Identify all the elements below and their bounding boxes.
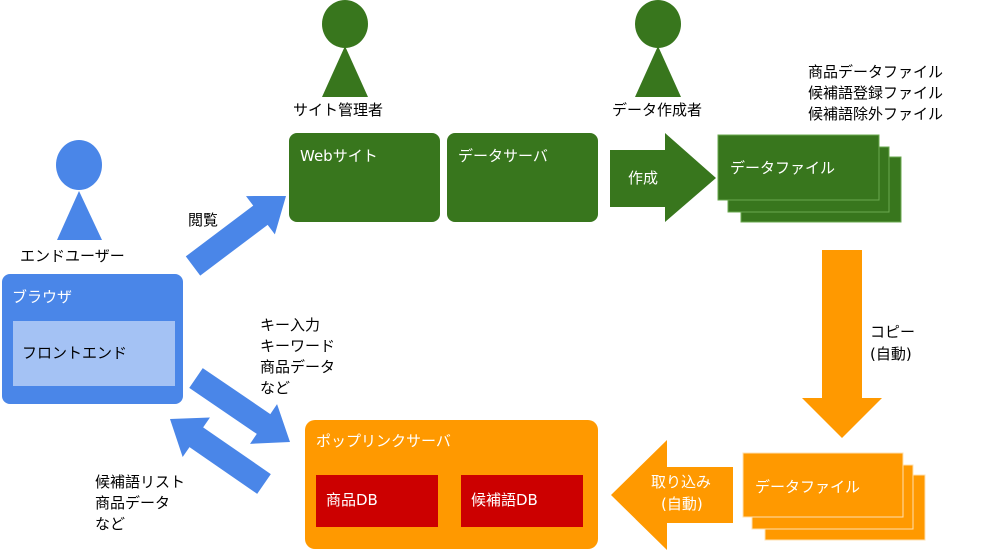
frontend-box: フロントエンド	[13, 321, 175, 386]
site-admin-label: サイト管理者	[293, 101, 384, 119]
copy-label: コピー	[870, 323, 916, 341]
request-label-4: など	[260, 379, 291, 397]
frontend-label: フロントエンド	[22, 344, 128, 362]
import-arrow	[611, 440, 733, 550]
response-label-3: など	[95, 515, 126, 533]
import-auto-label: (自動)	[661, 495, 703, 513]
green-file-label: データファイル	[730, 159, 836, 177]
copy-arrow	[802, 250, 882, 438]
product-db-box: 商品DB	[316, 475, 438, 527]
file-list-1: 商品データファイル	[808, 63, 944, 81]
response-arrow	[170, 417, 271, 494]
file-list-3: 候補語除外ファイル	[808, 105, 944, 123]
response-label-2: 商品データ	[95, 494, 171, 512]
end-user-person-icon	[56, 140, 102, 240]
popplink-server-box: ポップリンクサーバ 商品DB 候補語DB	[305, 420, 598, 549]
orange-data-file-stack	[742, 452, 926, 541]
keyword-db-label: 候補語DB	[471, 491, 538, 509]
request-arrow	[189, 368, 290, 444]
website-box: Webサイト	[289, 133, 440, 222]
copy-auto-label: (自動)	[870, 345, 912, 363]
product-db-label: 商品DB	[326, 491, 378, 509]
browse-arrow	[185, 196, 286, 276]
browser-title: ブラウザ	[12, 288, 73, 306]
request-label-2: キーワード	[260, 337, 336, 355]
request-label-1: キー入力	[260, 316, 321, 334]
request-label-3: 商品データ	[260, 358, 336, 376]
orange-file-label: データファイル	[755, 478, 861, 496]
data-server-label: データサーバ	[458, 147, 548, 165]
end-user-label: エンドユーザー	[20, 247, 125, 265]
data-creator-person-icon	[635, 0, 681, 97]
keyword-db-box: 候補語DB	[461, 475, 583, 527]
data-creator-label: データ作成者	[612, 101, 703, 119]
popplink-title: ポップリンクサーバ	[316, 432, 451, 450]
file-list-2: 候補語登録ファイル	[808, 84, 944, 102]
site-admin-person-icon	[322, 0, 368, 97]
website-label: Webサイト	[300, 147, 378, 165]
green-data-file-stack	[717, 134, 902, 223]
data-server-box: データサーバ	[447, 133, 598, 222]
browser-box: ブラウザ フロントエンド	[2, 274, 183, 404]
response-label-1: 候補語リスト	[95, 473, 186, 491]
import-label: 取り込み	[651, 473, 712, 491]
create-label: 作成	[628, 169, 659, 187]
create-arrow	[610, 133, 716, 222]
browse-label: 閲覧	[188, 211, 219, 229]
